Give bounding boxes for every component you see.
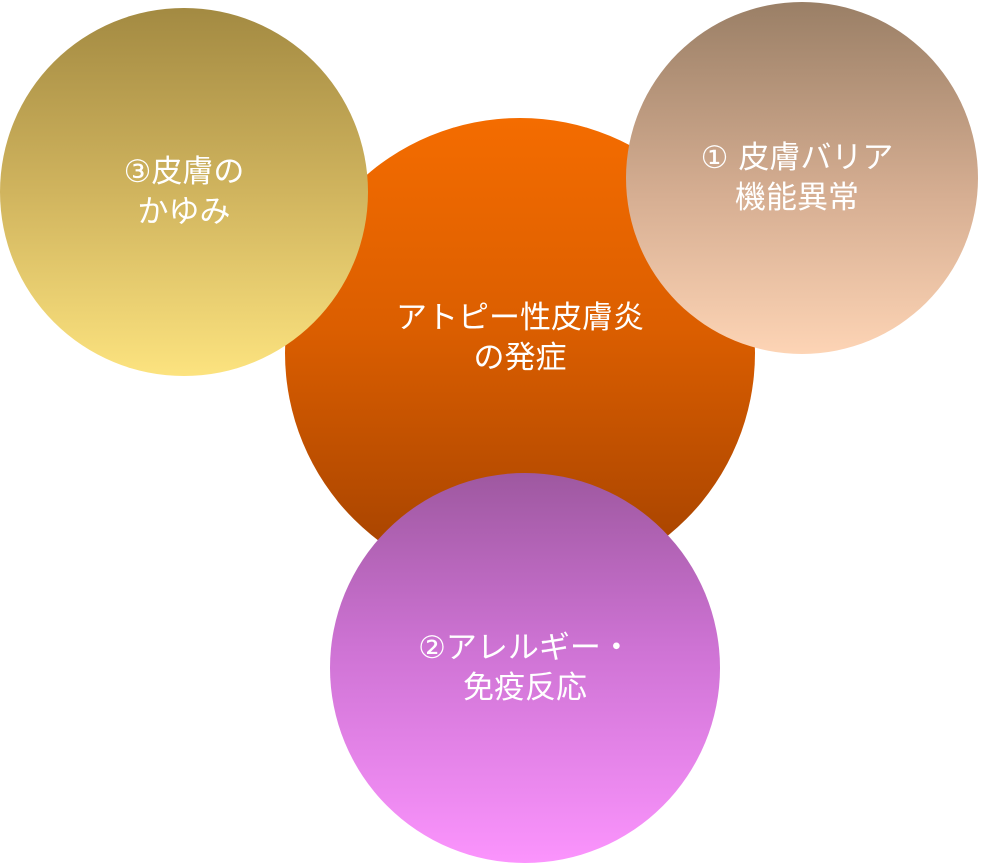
center-label-line2: の発症 [473,340,567,376]
factor-3-label-line2: かゆみ [137,194,231,230]
factor-2-label-line1: ②アレルギー・ [418,630,632,666]
factor-3-label-line1: ③皮膚の [123,154,245,190]
factor-1-label-line1: ① 皮膚バリア [700,140,894,176]
factor-2-label-line2: 免疫反応 [463,670,587,706]
factor-circle-allergy-immune: ②アレルギー・ 免疫反応 [330,473,720,863]
center-label-line1: アトピー性皮膚炎 [396,300,644,336]
factor-circle-skin-barrier: ① 皮膚バリア 機能異常 [626,2,978,354]
factor-1-label-line2: 機能異常 [735,180,859,216]
factor-circle-itch: ③皮膚の かゆみ [0,8,368,376]
